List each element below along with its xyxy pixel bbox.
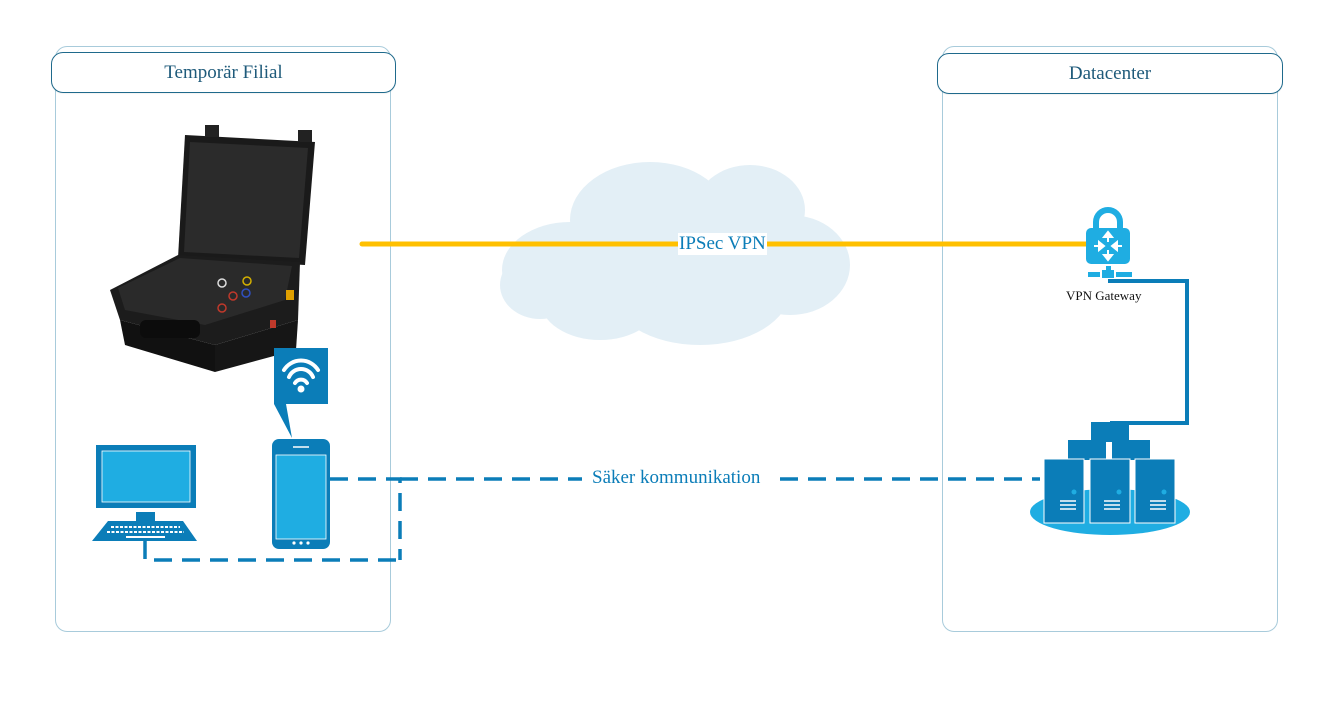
branch-zone-title: Temporär Filial (51, 52, 396, 93)
ipsec-vpn-label: IPSec VPN (678, 233, 767, 255)
secure-communication-label: Säker kommunikation (592, 467, 761, 489)
vpn-gateway-label: VPN Gateway (1066, 288, 1142, 303)
desktop-computer-icon (92, 445, 197, 541)
server-cluster-icon (1030, 422, 1190, 535)
vpn-gateway-icon (1086, 207, 1132, 278)
secure-communication-links (143, 477, 1040, 562)
desktop-to-phone-link (143, 541, 400, 562)
internet-cloud-icon (500, 162, 850, 345)
smartphone-icon (272, 439, 330, 549)
datacenter-zone-title-text: Datacenter (1068, 62, 1152, 84)
gateway-server-link (1108, 279, 1189, 425)
phone-to-datacenter-link (330, 477, 402, 560)
rugged-router-case-icon (110, 125, 315, 372)
wifi-bubble-icon (274, 348, 328, 438)
datacenter-zone-title: Datacenter (937, 53, 1283, 94)
branch-zone-title-text: Temporär Filial (164, 61, 283, 83)
